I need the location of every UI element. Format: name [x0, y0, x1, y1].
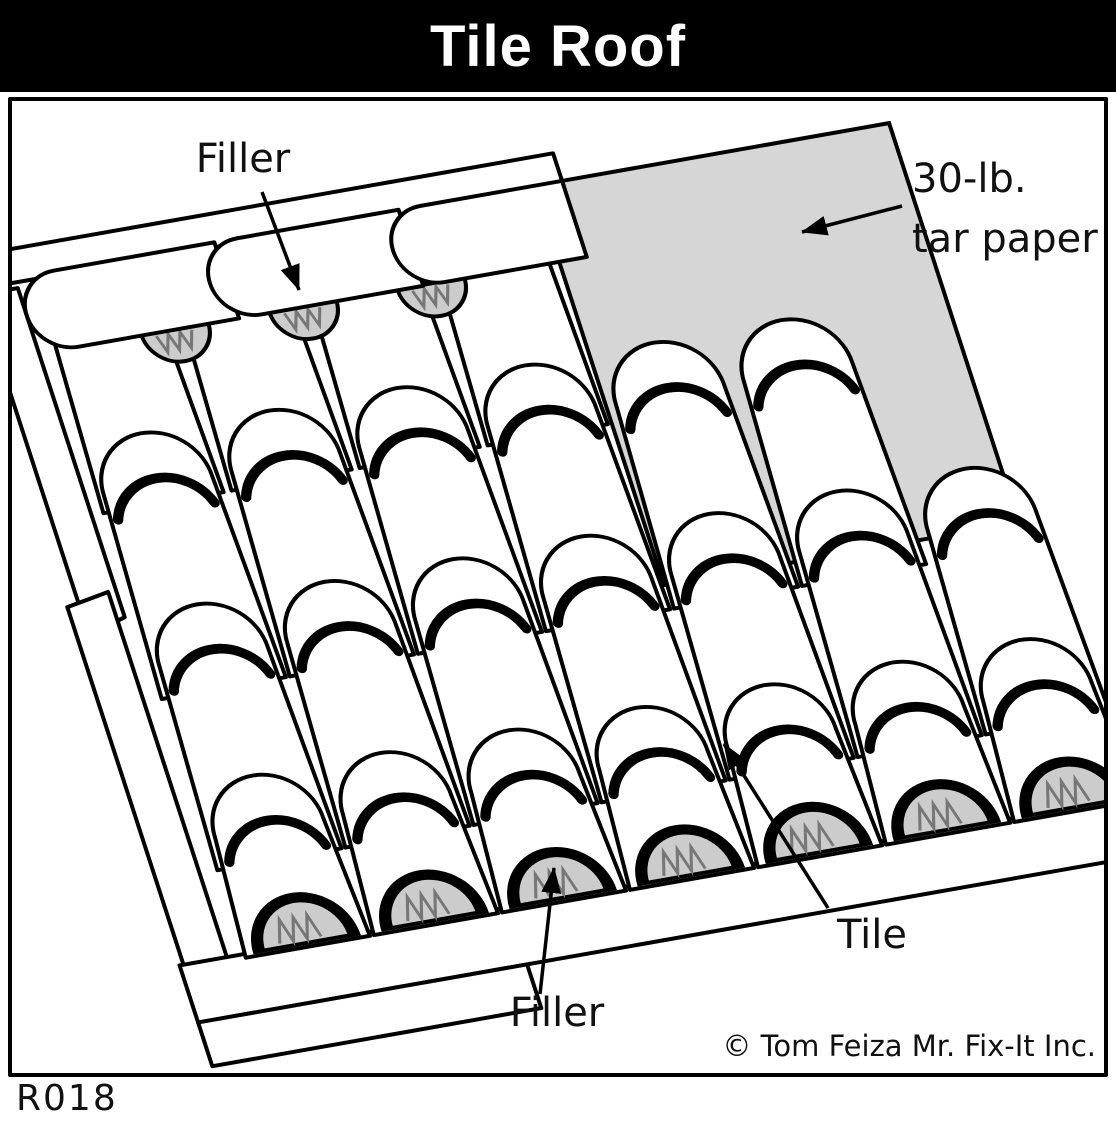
diagram-frame: Filler 30-lb. tar paper Tile Filler © To… [8, 97, 1108, 1077]
tile-roof-diagram: Filler 30-lb. tar paper Tile Filler © To… [12, 120, 1104, 1069]
filler-bottom-label: Filler [510, 990, 605, 1036]
arrow-to-eave-filler [538, 867, 562, 995]
ridge-cap [206, 207, 426, 317]
arrow-to-ridge-filler [260, 191, 301, 291]
page-title: Tile Roof [429, 13, 687, 79]
title-banner: Tile Roof [0, 0, 1116, 92]
filler-top-label: Filler [196, 136, 291, 182]
tar-paper-label-line2: tar paper [912, 216, 1098, 262]
tar-paper-label-line1: 30-lb. [912, 156, 1027, 202]
ridge-cap [22, 240, 242, 350]
fascia-board [196, 962, 544, 1069]
rake-board [12, 286, 127, 638]
arrow-to-tile [722, 743, 830, 909]
ridge-cap [389, 178, 589, 285]
tile-label: Tile [836, 912, 907, 958]
roof-illustration [12, 120, 1104, 1069]
figure-code: R018 [16, 1078, 118, 1119]
ridge-caps [22, 178, 589, 350]
arrow-to-tar-paper [801, 204, 903, 236]
copyright-text: © Tom Feiza Mr. Fix-It Inc. [722, 1029, 1096, 1063]
